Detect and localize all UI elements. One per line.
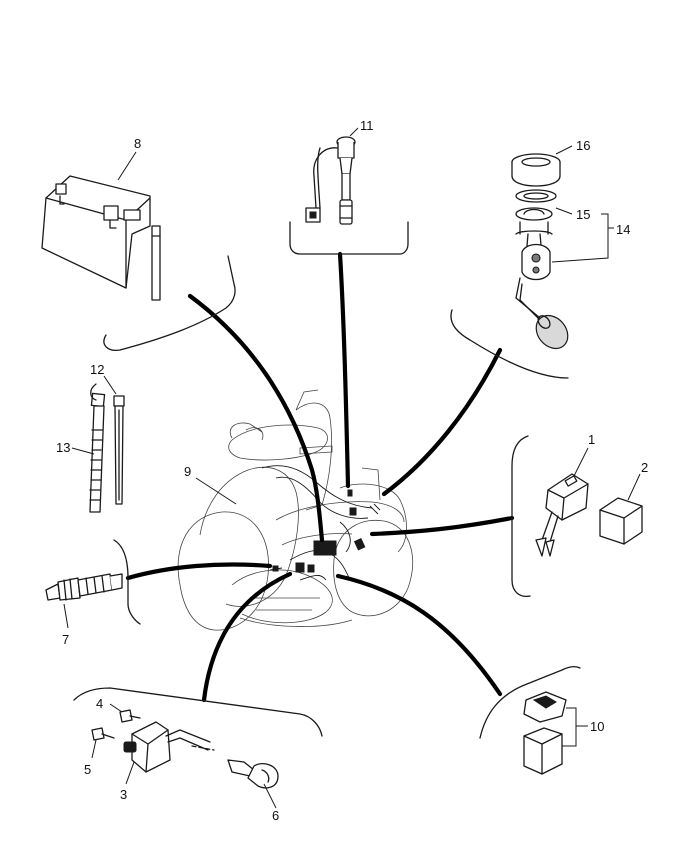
- harness-connector: [272, 565, 279, 572]
- frame-brackets: [73, 221, 581, 739]
- relay: [599, 497, 643, 545]
- cable-tie-short: [113, 395, 125, 505]
- battery-terminal: [55, 183, 67, 195]
- cable-spark-plug: [125, 562, 273, 581]
- cable-tie-long: [89, 383, 106, 513]
- leader-6: [263, 783, 277, 809]
- leader-2: [627, 473, 641, 501]
- callout-7: 7: [62, 632, 69, 647]
- callout-13: 13: [56, 440, 70, 455]
- battery-terminal: [103, 205, 119, 221]
- cable-relays: [369, 515, 515, 537]
- leader-lines: [63, 127, 641, 809]
- fuel-level-sender: [515, 207, 569, 350]
- leader-14: [551, 213, 609, 263]
- harness-connector: [295, 562, 305, 573]
- cable-battery: [187, 293, 325, 543]
- callout-8: 8: [134, 136, 141, 151]
- harness-connector: [353, 538, 366, 551]
- callout-14: 14: [616, 222, 630, 237]
- callout-1: 1: [588, 432, 595, 447]
- leader-4: [109, 703, 123, 713]
- leader-16: [555, 145, 573, 155]
- cable-ignition-switch: [337, 251, 351, 489]
- leader-5: [91, 739, 97, 759]
- leader-3: [125, 761, 135, 785]
- fuel-sender-gasket: [515, 189, 557, 203]
- leader-10: [562, 707, 577, 747]
- harness-connector: [347, 489, 353, 497]
- ignition-switch: [305, 136, 356, 225]
- spark-plug-cap: [227, 759, 279, 789]
- leader-9: [195, 477, 237, 505]
- harness-connector: [307, 564, 315, 573]
- callout-9: 9: [184, 464, 191, 479]
- cable-fuel-sender: [381, 347, 503, 497]
- connection-cables: [125, 251, 515, 703]
- callout-12: 12: [90, 362, 104, 377]
- leader-7: [63, 603, 69, 629]
- callout-10: 10: [590, 719, 604, 734]
- callout-2: 2: [641, 460, 648, 475]
- callout-11: 11: [360, 118, 374, 133]
- callout-16: 16: [576, 138, 590, 153]
- leader-12: [103, 375, 117, 395]
- harness-connector: [349, 507, 357, 516]
- callout-3: 3: [120, 787, 127, 802]
- spark-plug: [45, 573, 123, 601]
- scooter-outline: [177, 389, 414, 631]
- leader-11: [349, 127, 359, 137]
- harness-junction-block: [313, 540, 337, 556]
- leader-13: [71, 447, 95, 455]
- callout-5: 5: [84, 762, 91, 777]
- cable-ignition-coil: [201, 571, 293, 703]
- fuel-tank-cap-ring: [511, 153, 561, 187]
- flasher-relay: [535, 473, 589, 557]
- ignition-coil: [123, 721, 215, 773]
- leader-15: [555, 207, 573, 215]
- coil-bolt-upper: [119, 709, 141, 723]
- callout-15: 15: [576, 207, 590, 222]
- regulator-lower: [523, 727, 563, 775]
- leader-1: [573, 447, 589, 477]
- callout-4: 4: [96, 696, 103, 711]
- callout-labels: 1 2 3 4 5 6 7 8 9 10 11 12 13 14 15 16: [56, 118, 648, 823]
- callout-6: 6: [272, 808, 279, 823]
- leader-8: [117, 151, 137, 181]
- regulator-upper: [523, 691, 567, 723]
- cable-regulator: [335, 573, 503, 697]
- coil-bolt-lower: [91, 727, 115, 741]
- battery: [41, 175, 161, 301]
